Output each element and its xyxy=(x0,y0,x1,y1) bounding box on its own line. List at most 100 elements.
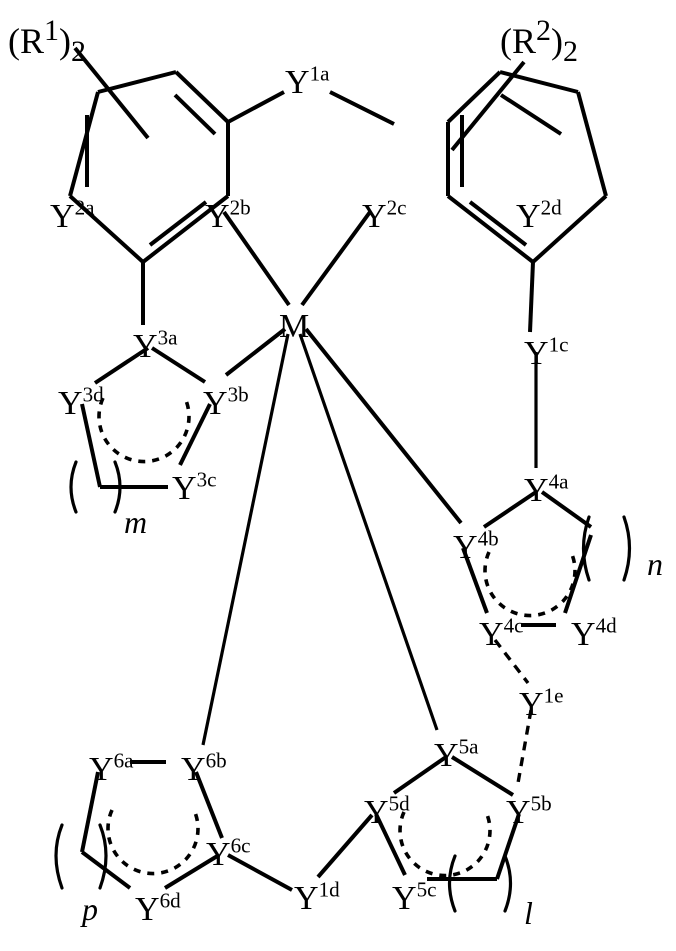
atom-Y2d-base: Y xyxy=(516,198,541,235)
ring-4-paren-close xyxy=(622,515,632,582)
atom-Y2c-sup: 2c xyxy=(386,195,407,220)
y1e-dashed-linkage xyxy=(493,638,533,784)
bond-y5d-y5c xyxy=(374,813,407,876)
bond-m-y2b xyxy=(222,210,291,307)
ring-3 xyxy=(69,346,212,514)
atom-label-Y6b: Y6b xyxy=(181,750,227,788)
ring-4-paren-open xyxy=(581,515,591,582)
atom-Y4a-base: Y xyxy=(524,472,549,509)
bond-y1e-y5b xyxy=(516,709,533,784)
atom-Y6c-base: Y xyxy=(206,836,231,873)
atom-label-Y4b: Y4b xyxy=(453,528,499,566)
r2-close: ) xyxy=(551,21,563,61)
atom-label-Y1e: Y1e xyxy=(519,685,563,723)
atom-Y2b-sup: 2b xyxy=(229,195,251,220)
ring-6-aromatic-arc xyxy=(106,809,200,876)
ring-4 xyxy=(461,490,632,627)
atom-Y6b-sup: 6b xyxy=(205,748,227,773)
r1-subscript: 2 xyxy=(71,35,86,69)
bond-r2 xyxy=(446,70,502,124)
substituent-r2: (R2)2 xyxy=(500,16,578,67)
atom-Y3c-base: Y xyxy=(172,470,197,507)
atom-Y5b-base: Y xyxy=(506,794,531,831)
atom-Y2a-base: Y xyxy=(50,198,75,235)
atom-Y1c-sup: 1c xyxy=(548,332,569,357)
atom-Y3d-sup: 3d xyxy=(82,382,104,407)
bond-y3a-y3d xyxy=(93,346,150,385)
bond-y3d-repeat xyxy=(80,403,102,488)
atom-Y1e-base: Y xyxy=(519,686,544,723)
atom-Y3a-base: Y xyxy=(133,328,158,365)
bond-r-double-1 xyxy=(499,93,563,136)
atom-Y1d-sup: 1d xyxy=(318,877,340,902)
bond-m-y4b xyxy=(304,327,463,525)
atom-label-Y4a: Y4a xyxy=(524,471,568,509)
repeat-subscript-m: m xyxy=(124,504,148,540)
atom-Y3b-base: Y xyxy=(203,385,228,422)
bond-y5b-repeat xyxy=(495,813,521,880)
atom-Y3a-sup: 3a xyxy=(157,325,178,350)
bond-y6a-repeat xyxy=(80,771,100,853)
atom-Y5d-base: Y xyxy=(364,794,389,831)
atom-label-Y2b: Y2b xyxy=(205,197,251,235)
atom-Y6a-base: Y xyxy=(89,751,114,788)
ring-3-aromatic-arc xyxy=(97,397,191,464)
atom-label-Y2a: Y2a xyxy=(50,197,94,235)
bond-y1d-y5d xyxy=(316,813,374,879)
bond-y2bring-y1a xyxy=(227,90,285,124)
atom-M-base: M xyxy=(279,308,310,345)
atom-Y4d-base: Y xyxy=(571,616,596,653)
atom-Y6a-sup: 6a xyxy=(113,748,134,773)
atom-label-M: M xyxy=(279,310,309,344)
ring-5-paren-close xyxy=(503,854,513,913)
atom-label-Y3d: Y3d xyxy=(58,384,104,421)
bond-r4 xyxy=(446,194,535,264)
bond-l-double-1 xyxy=(173,93,217,136)
atom-Y6b-base: Y xyxy=(181,751,206,788)
bond-m-y5a xyxy=(298,333,439,731)
atom-Y4d-sup: 4d xyxy=(595,613,617,638)
bond-l4 xyxy=(141,194,230,264)
repeat-subscript-l: l xyxy=(524,895,533,931)
atom-Y2d-sup: 2d xyxy=(540,195,562,220)
ring-5-paren-open xyxy=(447,854,457,913)
repeat-subscript-p: p xyxy=(82,891,98,927)
atom-Y5b-sup: 5b xyxy=(530,791,552,816)
ring-3-paren-close xyxy=(113,460,122,514)
ring-4-aromatic-arc xyxy=(483,551,577,618)
atom-Y2b-base: Y xyxy=(205,198,230,235)
left-benzene-ring xyxy=(68,46,230,264)
atom-Y1e-sup: 1e xyxy=(543,683,564,708)
atom-label-Y5c: Y5c xyxy=(392,879,436,917)
atom-Y5d-sup: 5d xyxy=(388,791,410,816)
bond-y5a-y5d xyxy=(392,755,448,795)
ring-6-paren-open xyxy=(54,823,64,890)
atom-Y5c-sup: 5c xyxy=(416,877,437,902)
atom-Y4b-base: Y xyxy=(453,529,478,566)
ring-5 xyxy=(374,755,521,913)
atom-label-Y4d: Y4d xyxy=(571,615,617,653)
bond-r1-attachment xyxy=(73,46,150,140)
atom-Y4a-sup: 4a xyxy=(548,469,569,494)
atom-label-Y6a: Y6a xyxy=(89,750,133,788)
atom-label-Y5a: Y5a xyxy=(434,736,478,773)
r1-open: (R xyxy=(8,21,44,61)
bond-y4a-repeat xyxy=(540,490,593,529)
bond-l5 xyxy=(68,194,145,264)
bond-y1a-y2cring xyxy=(329,90,395,126)
atom-label-Y5b: Y5b xyxy=(506,793,552,831)
bond-m-y6b xyxy=(201,333,290,746)
right-benzene-ring xyxy=(446,60,608,264)
bond-y4a-y4b xyxy=(482,490,538,529)
atom-Y4c-sup: 4c xyxy=(503,613,524,638)
atom-label-Y3c: Y3c xyxy=(172,469,216,507)
atom-label-Y6d: Y6d xyxy=(135,890,181,927)
atom-Y5c-base: Y xyxy=(392,880,417,917)
atom-label-Y2d: Y2d xyxy=(516,197,562,235)
metal-coordination-bonds xyxy=(201,210,463,746)
atom-Y1d-base: Y xyxy=(294,880,319,917)
bond-ringright-y1c xyxy=(528,261,535,333)
atom-label-Y4c: Y4c xyxy=(479,615,523,652)
bond-l2 xyxy=(174,70,230,124)
